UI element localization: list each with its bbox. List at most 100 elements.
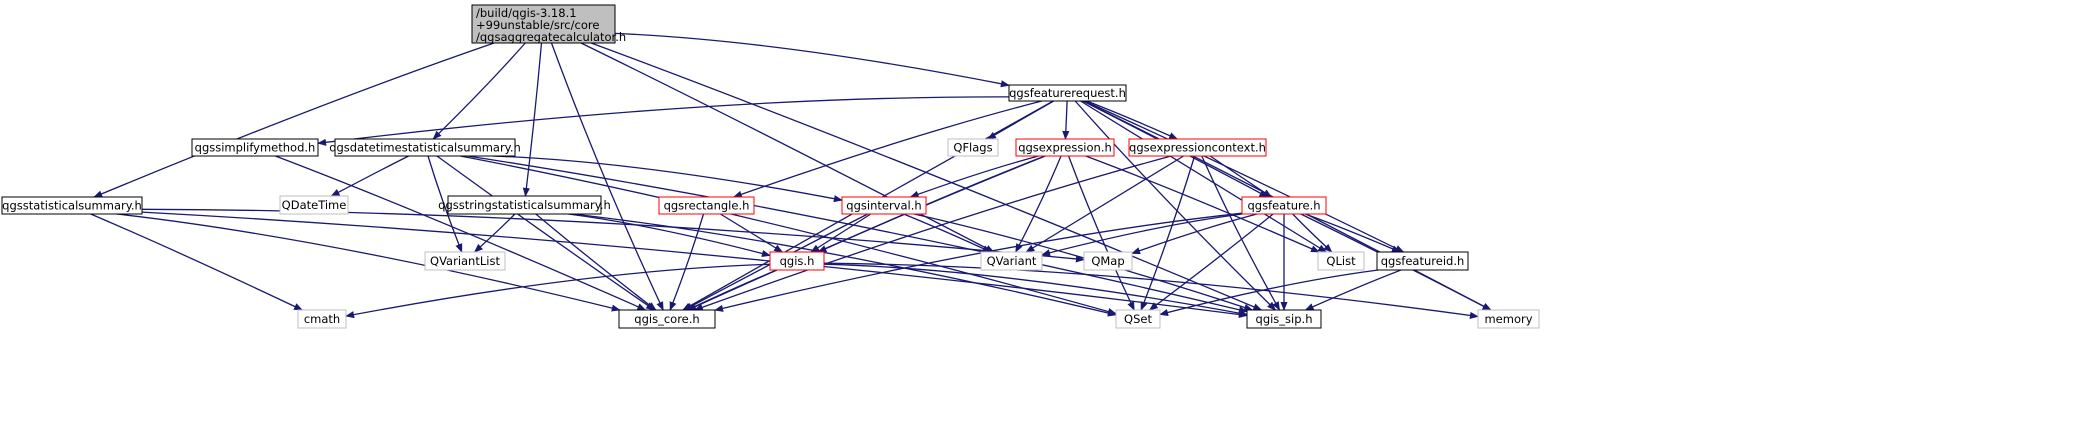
node-label: qgsfeatureid.h bbox=[1381, 254, 1465, 268]
node-qgsfeatureid[interactable]: qgsfeatureid.h bbox=[1376, 251, 1469, 271]
edge-root-to-qgsstringstatisticalsummary bbox=[522, 42, 543, 197]
node-box bbox=[1015, 138, 1115, 157]
edge-root-to-qgis_core bbox=[550, 42, 664, 311]
node-qgis_sip[interactable]: qgis_sip.h bbox=[1246, 309, 1322, 329]
node-label: QSet bbox=[1124, 312, 1152, 326]
node-qvariantlist: QVariantList bbox=[424, 251, 506, 271]
node-label: QVariantList bbox=[430, 254, 500, 268]
edge-root-to-qgsfeaturerequest bbox=[614, 32, 1010, 88]
edge-qgsfeaturerequest-to-qgis_sip bbox=[1074, 100, 1277, 311]
edge-qgsdatetimestatisticalsummary-to-qgsinterval bbox=[492, 155, 843, 203]
edge-qgsexpression-to-qgsinterval bbox=[909, 155, 1039, 198]
node-label: qgis_sip.h bbox=[1256, 312, 1313, 326]
edge-qgsfeature-to-qvariant bbox=[1041, 213, 1243, 257]
node-qgsrectangle[interactable]: qgsrectangle.h bbox=[658, 196, 755, 215]
node-label: qgsstringstatisticalsummary.h bbox=[438, 198, 611, 212]
edge-root-to-qgsdatetimestatisticalsummary bbox=[432, 42, 526, 140]
edge-qgis-to-memory bbox=[823, 262, 1479, 319]
node-qgssimplifymethod[interactable]: qgssimplifymethod.h bbox=[191, 138, 319, 157]
edge-qgsrectangle-to-qgis_core bbox=[669, 213, 705, 311]
edge-qgis-to-qgis_core bbox=[686, 269, 778, 311]
node-label: memory bbox=[1484, 312, 1532, 326]
edge-qgsexpressioncontext-to-qgsfeature bbox=[1209, 155, 1273, 198]
node-qset: QSet bbox=[1115, 309, 1161, 329]
edge-qgsexpressioncontext-to-qvariant bbox=[1025, 155, 1184, 253]
edge-qgsstringstatisticalsummary-to-qgis_core bbox=[535, 213, 657, 311]
node-label: qgsrectangle.h bbox=[664, 199, 750, 213]
node-label: qgsinterval.h bbox=[846, 199, 921, 213]
node-qgsdatetimestatisticalsummary[interactable]: qgsdatetimestatisticalsummary.h bbox=[329, 138, 521, 157]
node-label: QDateTime bbox=[282, 198, 347, 212]
root-title-line: +99unstable/src/core bbox=[476, 18, 599, 32]
node-box bbox=[1241, 196, 1327, 215]
node-qgsfeaturerequest[interactable]: qgsfeaturerequest.h bbox=[1008, 84, 1127, 102]
root-title-line: /build/qgis-3.18.1 bbox=[476, 6, 577, 20]
node-qmap: QMap bbox=[1083, 251, 1133, 271]
edge-qgsexpressioncontext-to-qgis_sip bbox=[1201, 155, 1281, 311]
edge-qgis-to-cmath bbox=[345, 263, 771, 319]
node-box bbox=[947, 138, 999, 157]
edge-qgsexpressioncontext-to-qgis_core bbox=[693, 155, 1172, 311]
node-box bbox=[980, 251, 1043, 271]
node-box bbox=[618, 309, 716, 329]
node-box bbox=[1376, 251, 1469, 271]
node-box bbox=[1128, 138, 1267, 157]
edge-qgsdatetimestatisticalsummary-to-qgis_sip bbox=[467, 155, 1248, 314]
edge-qgssimplifymethod-to-qgis_core bbox=[275, 155, 647, 311]
edge-qgsstringstatisticalsummary-to-qgis bbox=[568, 213, 771, 257]
edge-qgsinterval-to-qgis bbox=[810, 213, 872, 253]
edge-qgsdatetimestatisticalsummary-to-qdatetime bbox=[330, 155, 409, 197]
edge-qgsfeaturerequest-to-qgssimplifymethod bbox=[317, 96, 1010, 146]
node-label: qgsfeature.h bbox=[1247, 199, 1320, 213]
node-label: QMap bbox=[1091, 254, 1124, 268]
node-box bbox=[658, 196, 755, 215]
edge-root-to-qgsstatisticalsummary bbox=[93, 42, 495, 198]
node-qgsexpressioncontext[interactable]: qgsexpressioncontext.h bbox=[1128, 138, 1267, 157]
edge-qgsfeaturerequest-to-qgsfeatureid bbox=[1084, 100, 1405, 253]
node-box bbox=[1246, 309, 1322, 329]
node-label: qgssimplifymethod.h bbox=[195, 141, 316, 155]
node-box bbox=[334, 138, 516, 157]
edge-qgsrectangle-to-qgis bbox=[720, 213, 784, 253]
node-qgsinterval[interactable]: qgsinterval.h bbox=[841, 196, 927, 215]
node-qgis[interactable]: qgis.h bbox=[769, 251, 825, 271]
node-root[interactable]: /build/qgis-3.18.1+99unstable/src/core/q… bbox=[471, 4, 626, 44]
edge-qgsstatisticalsummary-to-qgis_sip bbox=[141, 211, 1248, 319]
node-qlist: QList bbox=[1317, 251, 1365, 271]
edge-qgsinterval-to-qgis_sip bbox=[913, 213, 1254, 311]
node-qgis_core[interactable]: qgis_core.h bbox=[618, 309, 716, 329]
edge-qgsdatetimestatisticalsummary-to-qset bbox=[460, 155, 1117, 315]
node-qgsfeature[interactable]: qgsfeature.h bbox=[1241, 196, 1327, 215]
edge-qgsstringstatisticalsummary-to-qvariantlist bbox=[473, 213, 516, 253]
node-qgsstringstatisticalsummary[interactable]: qgsstringstatisticalsummary.h bbox=[438, 195, 611, 215]
edge-root-to-qgis_sip bbox=[590, 42, 1263, 311]
node-qdatetime: QDateTime bbox=[279, 195, 349, 215]
node-qvariant: QVariant bbox=[980, 251, 1043, 271]
node-box bbox=[841, 196, 927, 215]
edge-qgsexpression-to-qlist bbox=[1085, 155, 1320, 253]
node-box bbox=[769, 251, 825, 271]
edge-qgis-to-qgis_sip bbox=[823, 263, 1248, 317]
node-label: qgis.h bbox=[780, 254, 815, 268]
node-label: qgsdatetimestatisticalsummary.h bbox=[329, 141, 521, 155]
edge-qgsdatetimestatisticalsummary-to-qgis_core bbox=[436, 155, 656, 311]
edge-qgsstatisticalsummary-to-qmap bbox=[141, 208, 1085, 263]
node-qflags: QFlags bbox=[947, 138, 999, 157]
edge-qgsexpression-to-qvariant bbox=[1015, 155, 1062, 253]
edge-qgsfeaturerequest-to-qlist bbox=[1080, 100, 1328, 253]
node-label: qgsfeaturerequest.h bbox=[1009, 86, 1126, 100]
edge-root-to-qvariant bbox=[580, 42, 995, 253]
node-label: QVariant bbox=[987, 254, 1037, 268]
node-label: QFlags bbox=[953, 141, 992, 155]
edge-qgsfeatureid-to-qset bbox=[1159, 269, 1379, 316]
edge-qgsfeature-to-qset bbox=[1148, 213, 1274, 311]
node-box bbox=[1, 196, 143, 215]
node-qgsstatisticalsummary[interactable]: qgsstatisticalsummary.h bbox=[1, 196, 143, 215]
node-box bbox=[1317, 251, 1365, 271]
edge-qgsfeaturerequest-to-qgsrectangle bbox=[732, 100, 1042, 198]
node-qgsexpression[interactable]: qgsexpression.h bbox=[1015, 138, 1115, 157]
node-box bbox=[297, 309, 347, 329]
edge-qgsstatisticalsummary-to-qgis_core bbox=[116, 213, 621, 312]
node-label: qgsstatisticalsummary.h bbox=[2, 199, 142, 213]
